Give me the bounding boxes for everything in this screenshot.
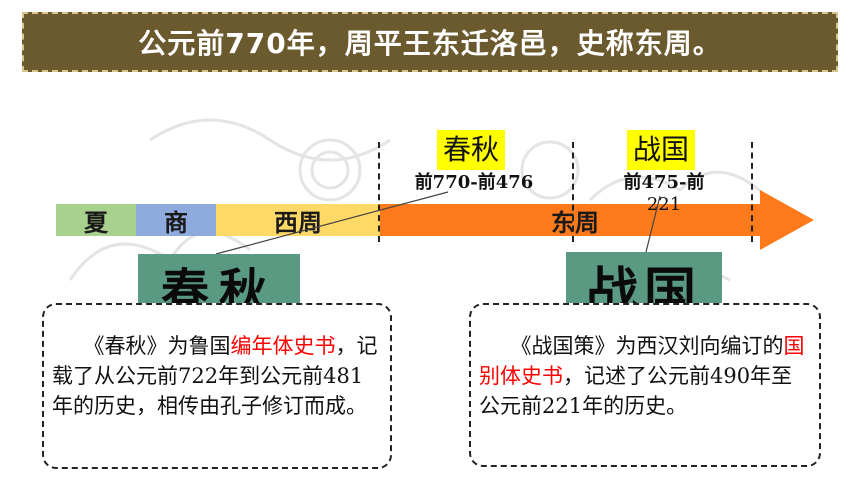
- segment-label: 西周: [274, 208, 322, 237]
- desc-number: 722: [178, 364, 219, 388]
- desc-text: ，记载了从公元前: [52, 334, 378, 388]
- desc-text: 《战国策》为西汉刘向编订的: [479, 334, 784, 358]
- desc-text: 年至公元前: [479, 364, 793, 418]
- period-divider: [378, 142, 380, 242]
- segment-label: 夏: [84, 208, 108, 237]
- desc-number: 481: [323, 364, 364, 388]
- title-banner: 公元前770年，周平王东迁洛邑，史称东周。: [22, 12, 838, 72]
- dongzhou-label-wrap: 东周: [380, 204, 770, 237]
- zhanguo-period-label: 战国: [627, 130, 696, 170]
- desc-text: 年的历史，相传由孔子修订而成。: [52, 394, 367, 418]
- period-divider: [751, 142, 753, 242]
- timeline-segment-xia: 夏: [56, 204, 136, 237]
- timeline-segment-xizhou: 西周: [216, 204, 380, 237]
- page-title: 公元前770年，周平王东迁洛邑，史称东周。: [138, 27, 722, 60]
- desc-highlight: 国别体史书: [479, 334, 805, 388]
- chunqiu-date-range: 前770-前476: [414, 172, 534, 193]
- zhanguo-range-line2: 221: [646, 194, 682, 215]
- chunqiu-description-box: 《春秋》为鲁国编年体史书，记载了从公元前722年到公元前481 年的历史，相传由孔…: [42, 303, 392, 469]
- zhanguo-range-line1: 前475-前: [623, 172, 705, 193]
- desc-text: 《春秋》为鲁国: [52, 334, 231, 358]
- zhanguo-date-range: 前475-前 221: [602, 172, 726, 216]
- desc-text: 年到公元前: [218, 364, 324, 388]
- period-divider: [572, 142, 574, 242]
- desc-number: 490: [710, 364, 751, 388]
- desc-text: ，记述了公元前: [563, 364, 710, 388]
- zhanguo-description-box: 《战国策》为西汉刘向编订的国别体史书，记述了公元前490年至公元前221年的历史…: [469, 303, 821, 467]
- timeline-arrow-head-icon: [760, 190, 814, 250]
- segment-label: 商: [164, 208, 188, 237]
- desc-highlight: 编年体史书: [230, 334, 336, 358]
- chunqiu-period-label: 春秋: [437, 130, 506, 170]
- timeline-segment-shang: 商: [136, 204, 216, 237]
- desc-number: 221: [542, 394, 583, 418]
- segment-label: 东周: [551, 208, 599, 237]
- desc-text: 年的历史。: [582, 394, 688, 418]
